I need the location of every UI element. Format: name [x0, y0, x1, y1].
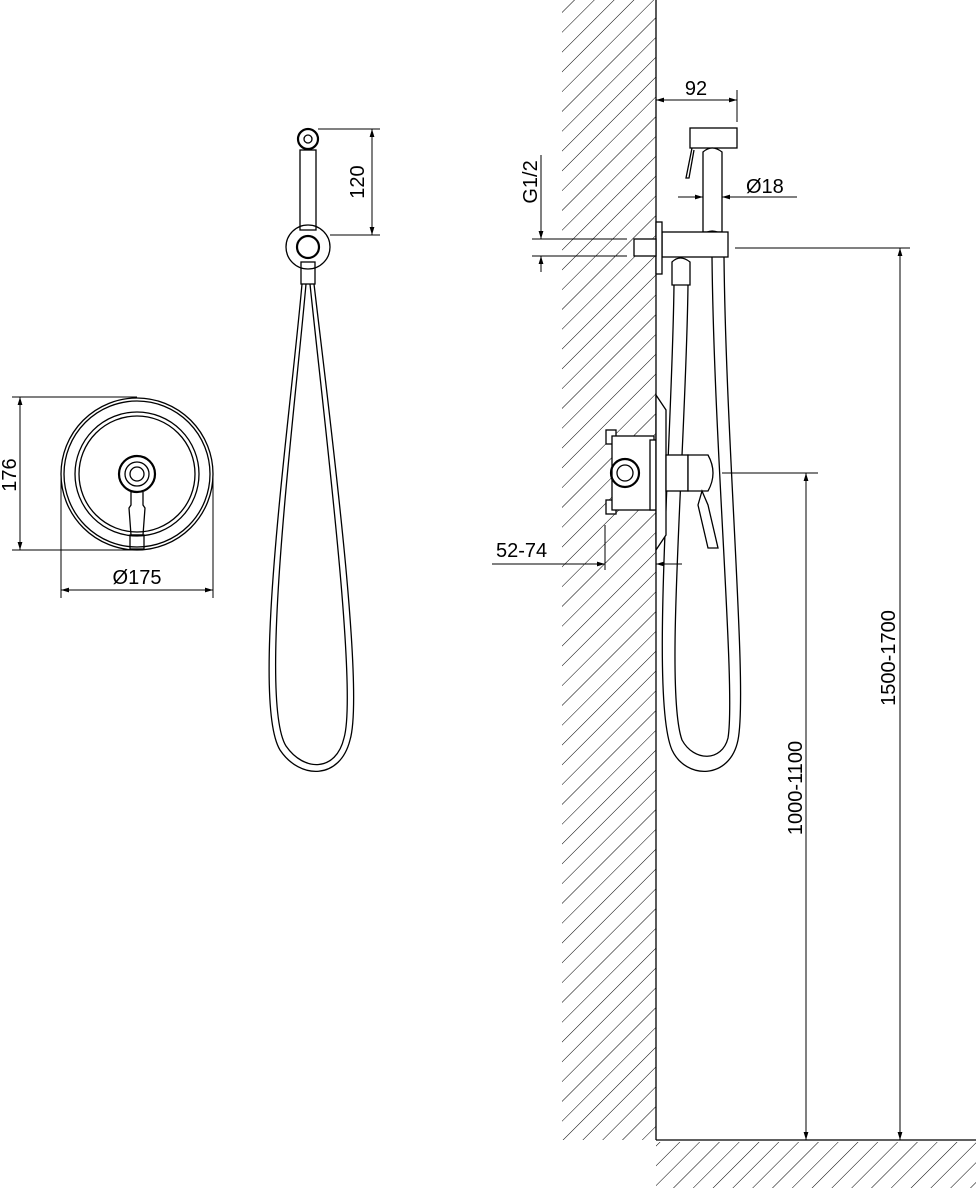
- mixer-front-view: [60, 397, 214, 551]
- wall-section: [562, 0, 657, 1140]
- dimension-plate-diameter: Ø175: [60, 474, 214, 598]
- plate-height-label: 176: [0, 458, 21, 491]
- dimension-head-offset: 92: [655, 78, 738, 122]
- head-height-label: 120: [347, 165, 369, 198]
- dimension-holder-height: 1500-1700: [735, 247, 910, 1140]
- dimension-thread: G1/2: [520, 155, 627, 272]
- dimension-install-depth: 52-74: [492, 525, 682, 570]
- mixer-side-view: [605, 392, 719, 553]
- dimension-plate-height: 176: [0, 396, 137, 551]
- plate-diameter-label: Ø175: [113, 567, 162, 589]
- head-offset-label: 92: [685, 78, 707, 100]
- thread-label: G1/2: [520, 160, 542, 203]
- floor-section: [656, 1139, 976, 1188]
- mixer-height-label: 1000-1100: [785, 741, 807, 835]
- holder-height-label: 1500-1700: [878, 610, 900, 706]
- hand-shower-front-view: [268, 127, 355, 773]
- stem-diameter-label: Ø18: [746, 176, 784, 198]
- dimension-mixer-height: 1000-1100: [722, 472, 818, 1140]
- dimension-head-height: 120: [318, 128, 380, 236]
- install-depth-label: 52-74: [496, 540, 547, 562]
- dimension-stem-diameter: Ø18: [678, 176, 797, 200]
